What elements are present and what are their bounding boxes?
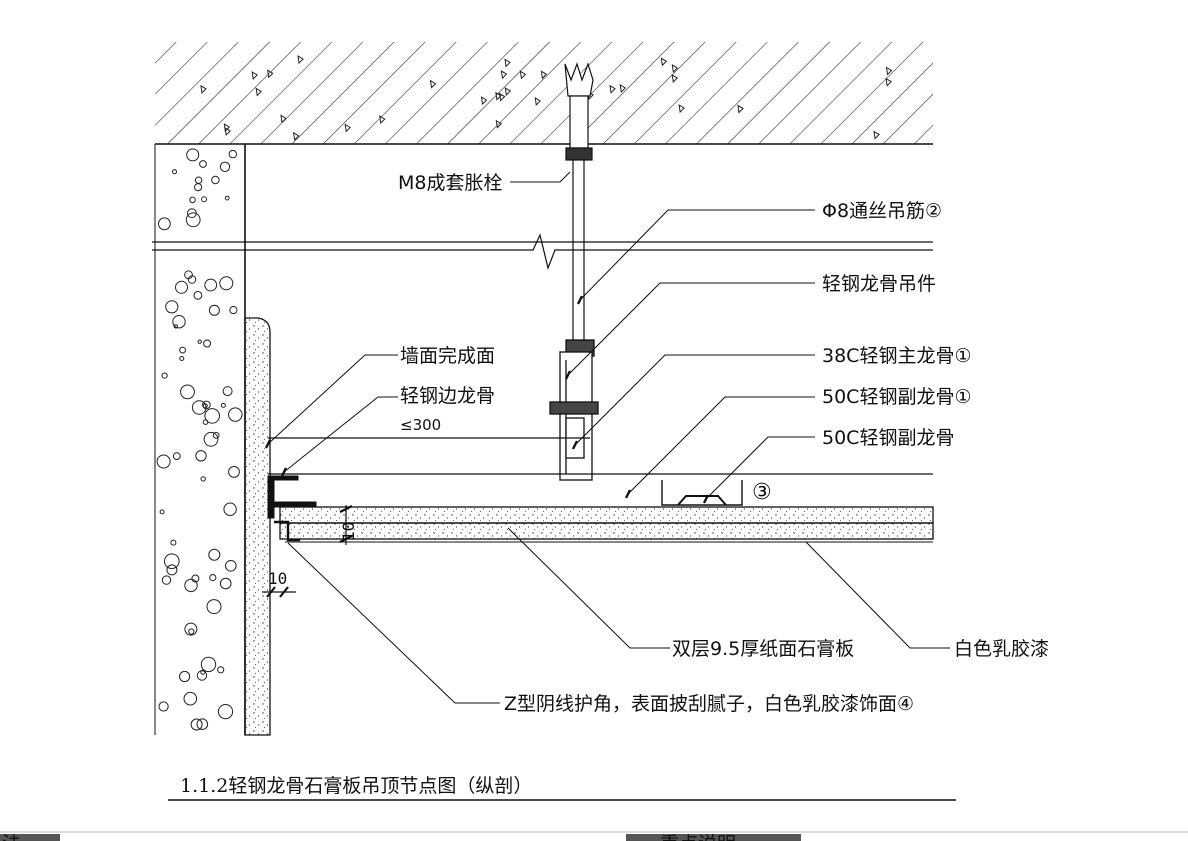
leader-ticks xyxy=(264,295,710,504)
label-z-corner: Z型阴线护角，表面披刮腻子，白色乳胶漆饰面④ xyxy=(504,693,914,715)
dim-offset: 10 xyxy=(268,569,287,588)
label-threaded-rod: Φ8通丝吊筋② xyxy=(822,200,942,222)
dimension-marks xyxy=(262,505,353,598)
keel-hanger xyxy=(549,339,599,481)
footer-bar-left xyxy=(0,834,60,841)
anchor-bolt xyxy=(564,62,594,161)
break-lines xyxy=(152,233,933,270)
drawing-title: 1.1.2轻钢龙骨石膏板吊顶节点图（纵剖） xyxy=(180,774,532,797)
masonry-wall xyxy=(154,144,246,735)
label-anchor-bolt: M8成套胀栓 xyxy=(398,172,502,194)
sub-keel-section xyxy=(661,480,743,506)
label-wall-finish: 墙面完成面 xyxy=(400,345,495,367)
footer-right-text: 重点说明 xyxy=(660,833,736,841)
label-sub-keel-1: 50C轻钢副龙骨① xyxy=(822,386,971,408)
wall-plaster-finish xyxy=(244,317,271,736)
leader-lines xyxy=(267,171,950,704)
dim-gap: 10 xyxy=(339,522,358,541)
threaded-rod xyxy=(572,160,585,348)
label-gypsum-board: 双层9.5厚纸面石膏板 xyxy=(672,637,854,660)
concrete-slab xyxy=(155,42,933,145)
label-edge-keel: 轻钢边龙骨 xyxy=(400,385,495,407)
gypsum-board-layers xyxy=(279,506,934,543)
z-corner-guard xyxy=(274,520,300,542)
label-sub-keel-2: 50C轻钢副龙骨 xyxy=(822,427,954,449)
footer-bar-right xyxy=(626,834,801,841)
label-latex-paint: 白色乳胶漆 xyxy=(954,638,1049,660)
label-spacing: ≤300 xyxy=(400,416,441,434)
label-circle-3: ③ xyxy=(752,480,772,505)
label-keel-hanger: 轻钢龙骨吊件 xyxy=(822,273,936,295)
label-main-keel: 38C轻钢主龙骨① xyxy=(822,345,971,367)
footer-left-text: 法 xyxy=(2,833,21,841)
